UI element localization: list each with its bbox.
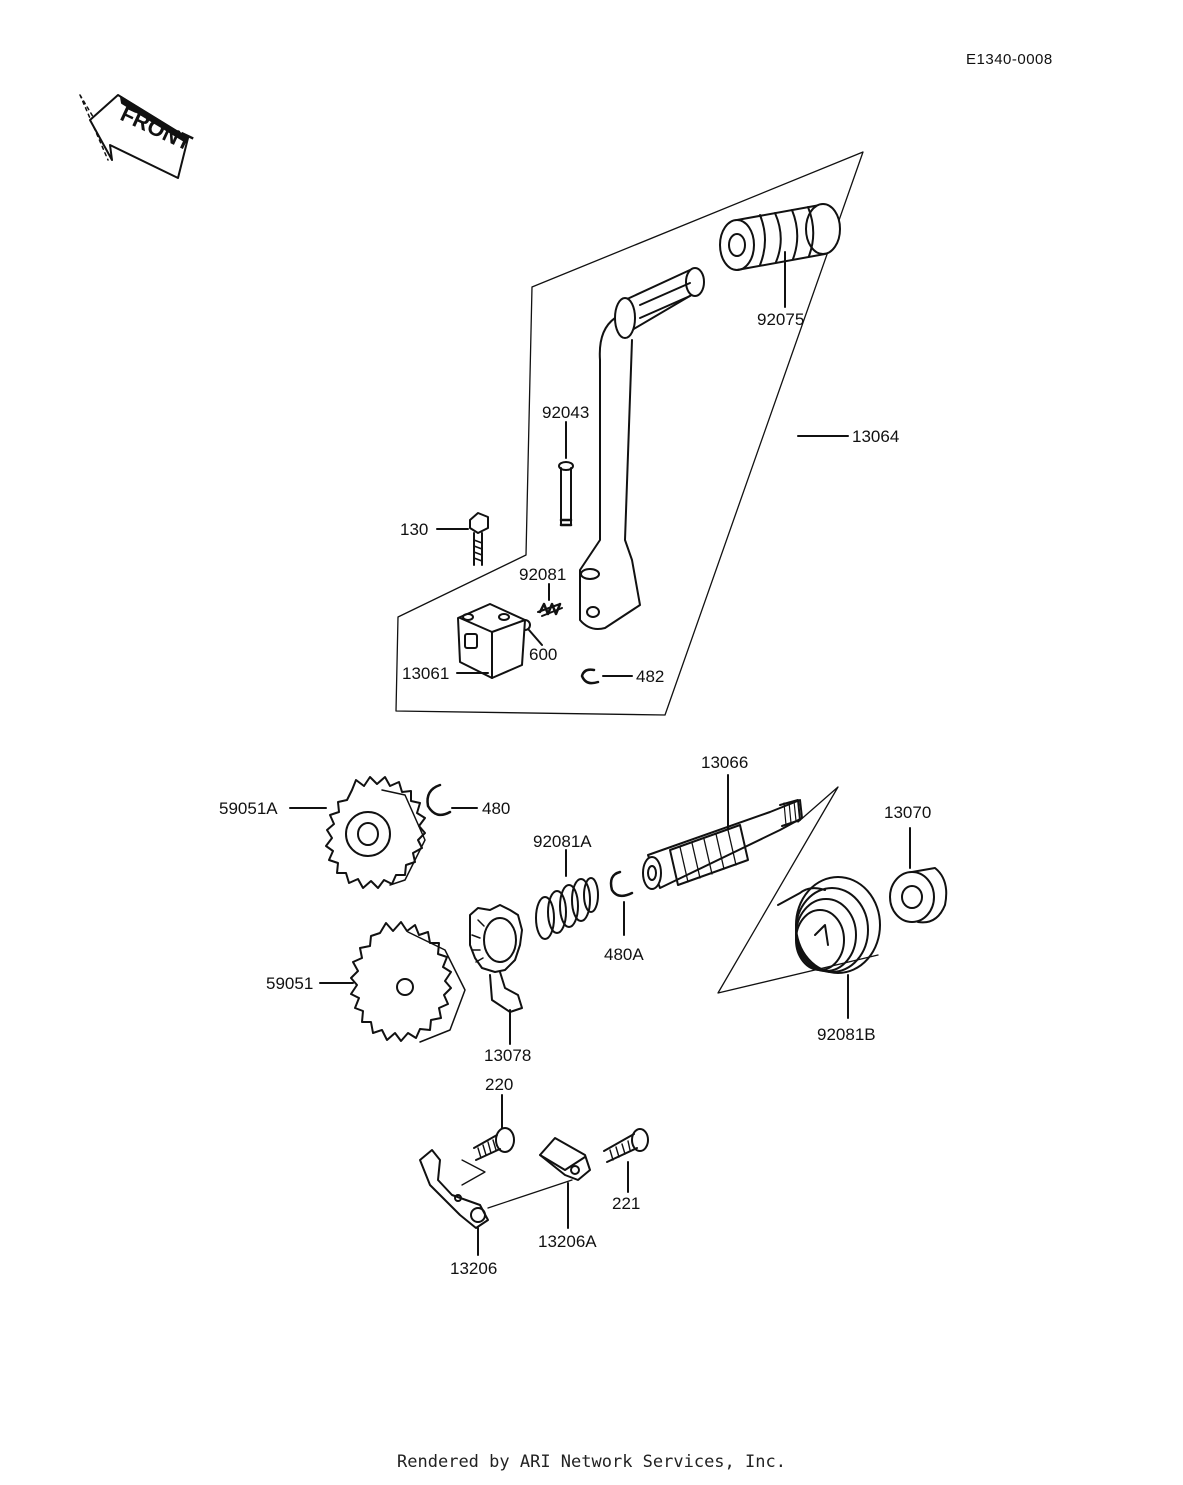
spring-assembly-outline: [717, 786, 879, 994]
part-label-13206[interactable]: 13206: [450, 1259, 498, 1278]
part-label-92075[interactable]: 92075: [757, 310, 805, 329]
gear-59051: [350, 921, 466, 1043]
collar-13070: [889, 867, 948, 924]
footer-credit: Rendered by ARI Network Services, Inc.: [397, 1452, 786, 1472]
spring-92081B: [777, 876, 881, 974]
gear-59051A: [325, 776, 426, 889]
part-label-13070[interactable]: 13070: [884, 803, 932, 822]
spring-92081A: [535, 877, 599, 940]
part-label-13078[interactable]: 13078: [484, 1046, 532, 1065]
pin-92043: [558, 461, 574, 527]
part-label-600[interactable]: 600: [529, 645, 558, 664]
clamp-13061: [457, 603, 526, 679]
pedal-assembly-outline: [395, 151, 864, 716]
clip-480: [426, 783, 452, 817]
part-label-221[interactable]: 221: [612, 1194, 641, 1213]
part-label-482[interactable]: 482: [636, 667, 665, 686]
lever-13206: [419, 1149, 489, 1229]
clip-482: [580, 668, 600, 685]
part-label-13061[interactable]: 13061: [402, 664, 450, 683]
part-label-13064[interactable]: 13064: [852, 427, 900, 446]
bolt-220: [473, 1127, 515, 1161]
part-label-480[interactable]: 480: [482, 799, 511, 818]
part-label-13066[interactable]: 13066: [701, 753, 749, 772]
part-label-92081B[interactable]: 92081B: [817, 1025, 876, 1044]
part-label-480A[interactable]: 480A: [604, 945, 644, 964]
kick-pedal-arm: [579, 267, 705, 630]
part-label-92081[interactable]: 92081: [519, 565, 567, 584]
ring-480A: [609, 870, 634, 898]
kick-shaft: [642, 799, 803, 890]
diagram-code: E1340-0008: [966, 51, 1053, 68]
plate-13206A: [539, 1137, 591, 1181]
part-label-59051A[interactable]: 59051A: [219, 799, 278, 818]
part-label-220[interactable]: 220: [485, 1075, 514, 1094]
pedal-grip: [719, 203, 841, 271]
front-arrow-icon: FRONT: [79, 94, 196, 179]
part-label-130[interactable]: 130: [400, 520, 429, 539]
part-label-92043[interactable]: 92043: [542, 403, 590, 422]
bolt-221: [603, 1128, 649, 1163]
spring-92081: [537, 602, 563, 617]
part-label-13206A[interactable]: 13206A: [538, 1232, 597, 1251]
part-label-59051[interactable]: 59051: [266, 974, 314, 993]
ratchet-13078: [469, 904, 523, 1013]
part-label-92081A[interactable]: 92081A: [533, 832, 592, 851]
bolt-130: [469, 512, 489, 566]
